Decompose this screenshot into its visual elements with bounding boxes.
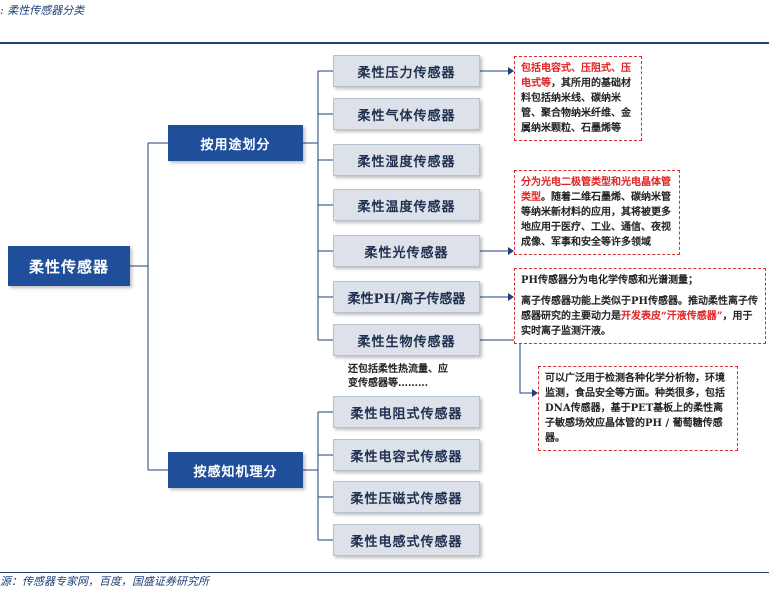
note-ph-ion: PH传感器分为电化学传感和光谱测量； 离子传感器功能上类似于PH传感器。推动柔性… [514, 268, 766, 344]
branch-by-principle: 按感知机理分 [168, 452, 303, 488]
principle-item-inductive: 柔性电感式传感器 [333, 524, 480, 556]
note-ph-text-end: ，用于实时离子监测汗液。 [521, 311, 753, 337]
note-pressure: 包括电容式、压阻式、压电式等，其所用的基础材料包括纳米线、碳纳米管、聚合物纳米纤… [514, 56, 642, 141]
other-sensors-note: 还包括柔性热流量、应 变传感器等……… [348, 363, 468, 391]
note-bio-text: 可以广泛用于检测各种化学分析物，环境监测，食品安全等方面。种类很多，包括DNA传… [545, 373, 725, 444]
note-ph-line1: PH传感器分为电化学传感和光谱测量； [521, 275, 698, 286]
note-bio: 可以广泛用于检测各种化学分析物，环境监测，食品安全等方面。种类很多，包括DNA传… [538, 366, 738, 451]
bottom-rule [0, 572, 769, 573]
use-item-pressure: 柔性压力传感器 [333, 55, 480, 87]
branch-by-use: 按用途划分 [168, 125, 303, 161]
note-pressure-highlight: 包括电容式、压阻式、压电式等 [521, 63, 631, 89]
use-item-humidity: 柔性湿度传感器 [333, 144, 480, 176]
use-item-temperature: 柔性温度传感器 [333, 189, 480, 221]
principle-item-resistive: 柔性电阻式传感器 [333, 396, 480, 428]
note-light: 分为光电二极管类型和光电晶体管类型。随着二维石墨烯、碳纳米管等纳米新材料的应用，… [514, 170, 680, 255]
use-item-bio: 柔性生物传感器 [333, 324, 480, 356]
note-light-highlight: 分为光电二极管类型和光电晶体管类型 [521, 177, 671, 203]
note-ph-text: 离子传感器功能上类似于PH传感器。推动柔性离子传感器研究的主要动力是 [521, 296, 758, 322]
top-rule [0, 42, 769, 44]
other-note-line1: 还包括柔性热流量、应 [348, 364, 448, 375]
root-node: 柔性传感器 [8, 246, 130, 286]
principle-item-capacitive: 柔性电容式传感器 [333, 439, 480, 471]
principle-item-piezomagnetic: 柔性压磁式传感器 [333, 481, 480, 513]
use-item-light: 柔性光传感器 [333, 235, 480, 267]
note-ph-highlight: 开发表皮“汗液传感器” [621, 311, 723, 322]
note-light-text: 。随着二维石墨烯、碳纳米管等纳米新材料的应用，其将被更多地应用于医疗、工业、通信… [521, 192, 671, 248]
note-pressure-text: ，其所用的基础材料包括纳米线、碳纳米管、聚合物纳米纤维、金属纳米颗粒、石墨烯等 [521, 78, 631, 134]
note-ph-line2: 离子传感器功能上类似于PH传感器。推动柔性离子传感器研究的主要动力是开发表皮“汗… [521, 294, 759, 339]
use-item-gas: 柔性气体传感器 [333, 98, 480, 130]
use-item-ph-ion: 柔性PH/离子传感器 [333, 281, 480, 313]
figure-caption: : 柔性传感器分类 [0, 4, 85, 17]
other-note-line2: 变传感器等……… [348, 378, 428, 389]
source-line: 源：传感器专家网，百度，国盛证券研究所 [0, 575, 209, 588]
